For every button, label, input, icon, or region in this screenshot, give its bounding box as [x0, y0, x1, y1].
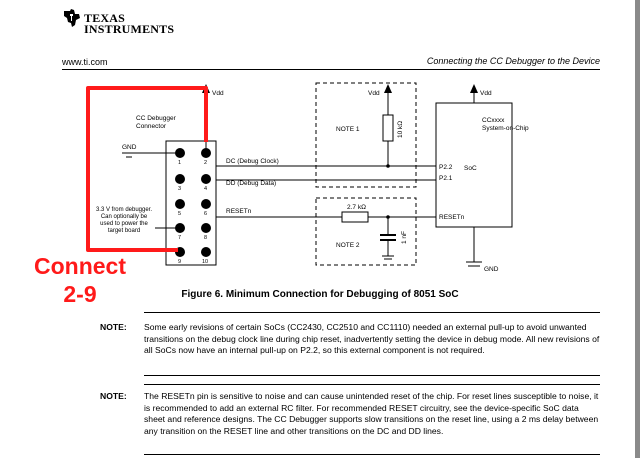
- section-title: Connecting the CC Debugger to the Device: [426, 56, 600, 66]
- logo-wordmark: Texas Instruments: [84, 11, 175, 36]
- note-2-text: The RESETn pin is sensitive to noise and…: [144, 391, 599, 436]
- note2-box: [315, 197, 417, 266]
- resistor-27k: [341, 211, 369, 223]
- pin-label-3: 3: [178, 186, 181, 192]
- pin-3: [175, 174, 185, 184]
- pin-8: [201, 223, 211, 233]
- vdd-arrow-right-icon: [470, 84, 478, 93]
- power-note-2: Can optionally be: [101, 214, 148, 220]
- soc-name-2: System-on-Chip: [482, 125, 529, 132]
- logo-line1: Texas: [84, 11, 126, 25]
- pin-label-8: 8: [204, 235, 207, 241]
- connector-label-2: Connector: [136, 123, 167, 130]
- pin-label-9: 9: [178, 259, 181, 265]
- pin-p22-label: P2.2: [439, 164, 453, 171]
- note-1-label: NOTE:: [100, 322, 127, 332]
- red-annotation-wire: [86, 86, 208, 252]
- note-2-label: NOTE:: [100, 391, 127, 401]
- note-rule-3: [144, 384, 600, 385]
- ti-logo-icon: [64, 9, 80, 27]
- vdd-label-right: Vdd: [480, 90, 492, 97]
- vdd-label-mid: Vdd: [368, 90, 380, 97]
- signal-reset-label: RESETn: [226, 208, 252, 215]
- vdd-label-left: Vdd: [212, 90, 224, 97]
- pin-label-1: 1: [178, 160, 181, 166]
- capacitor-label: 1 nF: [401, 231, 408, 244]
- connect-annotation-line1: Connect: [34, 253, 126, 279]
- pin-4: [201, 174, 211, 184]
- connector-box: [165, 140, 217, 266]
- power-note-4: target board: [108, 228, 140, 234]
- pin-6: [201, 199, 211, 209]
- note1-box: [315, 82, 417, 188]
- connect-annotation-line2: 2-9: [63, 281, 97, 307]
- gnd-label-left: GND: [122, 144, 137, 151]
- note-rule-1: [144, 312, 600, 313]
- pin-label-6: 6: [204, 211, 207, 217]
- pin-1: [175, 148, 185, 158]
- signal-dd-label: DD (Debug Data): [226, 180, 276, 187]
- pin-5: [175, 199, 185, 209]
- power-note-1: 3.3 V from debugger.: [96, 207, 152, 213]
- pin-label-4: 4: [204, 186, 207, 192]
- resistor-10k: [382, 114, 394, 142]
- logo-line2: Instruments: [84, 22, 175, 36]
- note2-label: NOTE 2: [336, 242, 360, 249]
- note-1: NOTE: Some early revisions of certain So…: [100, 322, 600, 357]
- note1-label: NOTE 1: [336, 126, 360, 133]
- website-link[interactable]: www.ti.com: [62, 57, 108, 67]
- pin-p21-label: P2.1: [439, 175, 453, 182]
- pin-label-10: 10: [202, 259, 208, 265]
- pin-10: [201, 247, 211, 257]
- connect-annotation: Connect 2-9: [20, 252, 140, 308]
- power-note-3: used to power the: [100, 221, 148, 227]
- soc-label: SoC: [464, 165, 477, 172]
- resistor-27k-label: 2.7 kΩ: [347, 204, 366, 211]
- connector-pins: [175, 148, 211, 257]
- note-rule-4: [144, 454, 600, 455]
- vdd-arrow-mid-icon: [384, 84, 392, 93]
- pin-label-5: 5: [178, 211, 181, 217]
- window-edge: [635, 0, 640, 458]
- note-1-text: Some early revisions of certain SoCs (CC…: [144, 322, 600, 356]
- resistor-10k-label: 10 kΩ: [397, 121, 404, 138]
- pin-7: [175, 223, 185, 233]
- pin-label-7: 7: [178, 235, 181, 241]
- soc-name-1: CCxxxx: [482, 117, 505, 124]
- figure-caption: Figure 6. Minimum Connection for Debuggi…: [181, 289, 459, 300]
- gnd-label-right: GND: [484, 266, 499, 273]
- connector-label-1: CC Debugger: [136, 115, 177, 122]
- note-rule-2: [144, 375, 600, 376]
- pin-2: [201, 148, 211, 158]
- circuit-diagram: 1 2 3 4 5 6 7 8 9 10 Vdd Vdd Vdd CC Debu…: [86, 82, 529, 273]
- pin-label-2: 2: [204, 160, 207, 166]
- note-2: NOTE: The RESETn pin is sensitive to noi…: [100, 391, 600, 437]
- header-rule: [62, 69, 600, 70]
- signal-dc-label: DC (Debug Clock): [226, 158, 279, 165]
- pin-resetn-label: RESETn: [439, 214, 465, 221]
